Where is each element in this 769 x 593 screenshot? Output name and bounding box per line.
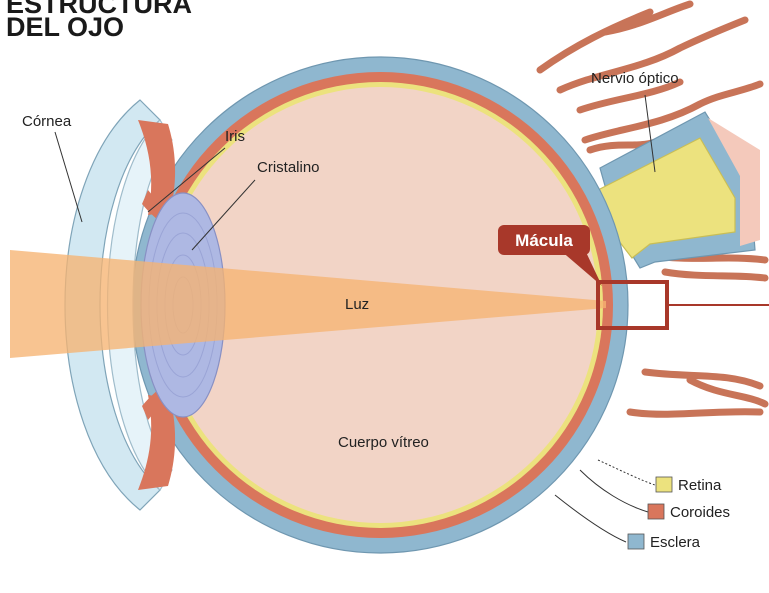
luz-label: Luz	[345, 296, 369, 313]
legend-label-esclera: Esclera	[650, 534, 701, 551]
cuerpo-vitreo-label: Cuerpo vítreo	[338, 434, 429, 451]
legend-swatch-retina	[656, 477, 672, 492]
vessel	[665, 272, 765, 278]
legend-label-retina: Retina	[678, 477, 722, 494]
esclera-leader	[555, 495, 626, 542]
cristalino-label: Cristalino	[257, 159, 320, 176]
retina-leader	[598, 460, 655, 485]
title-line-2: DEL OJO	[6, 14, 124, 41]
vessel	[630, 412, 760, 415]
legend-label-coroides: Coroides	[670, 504, 730, 521]
iris-label: Iris	[225, 128, 245, 145]
legend: Retina Coroides Esclera	[628, 477, 730, 551]
vessel	[605, 4, 690, 32]
legend-swatch-esclera	[628, 534, 644, 549]
cornea-label: Córnea	[22, 113, 72, 130]
nervio-optico-label: Nervio óptico	[591, 70, 679, 87]
macula-label: Mácula	[515, 231, 573, 250]
optic-nerve	[598, 112, 760, 268]
cornea-leader	[55, 132, 82, 222]
legend-swatch-coroides	[648, 504, 664, 519]
vessel	[540, 12, 650, 70]
coroides-leader	[580, 470, 648, 512]
